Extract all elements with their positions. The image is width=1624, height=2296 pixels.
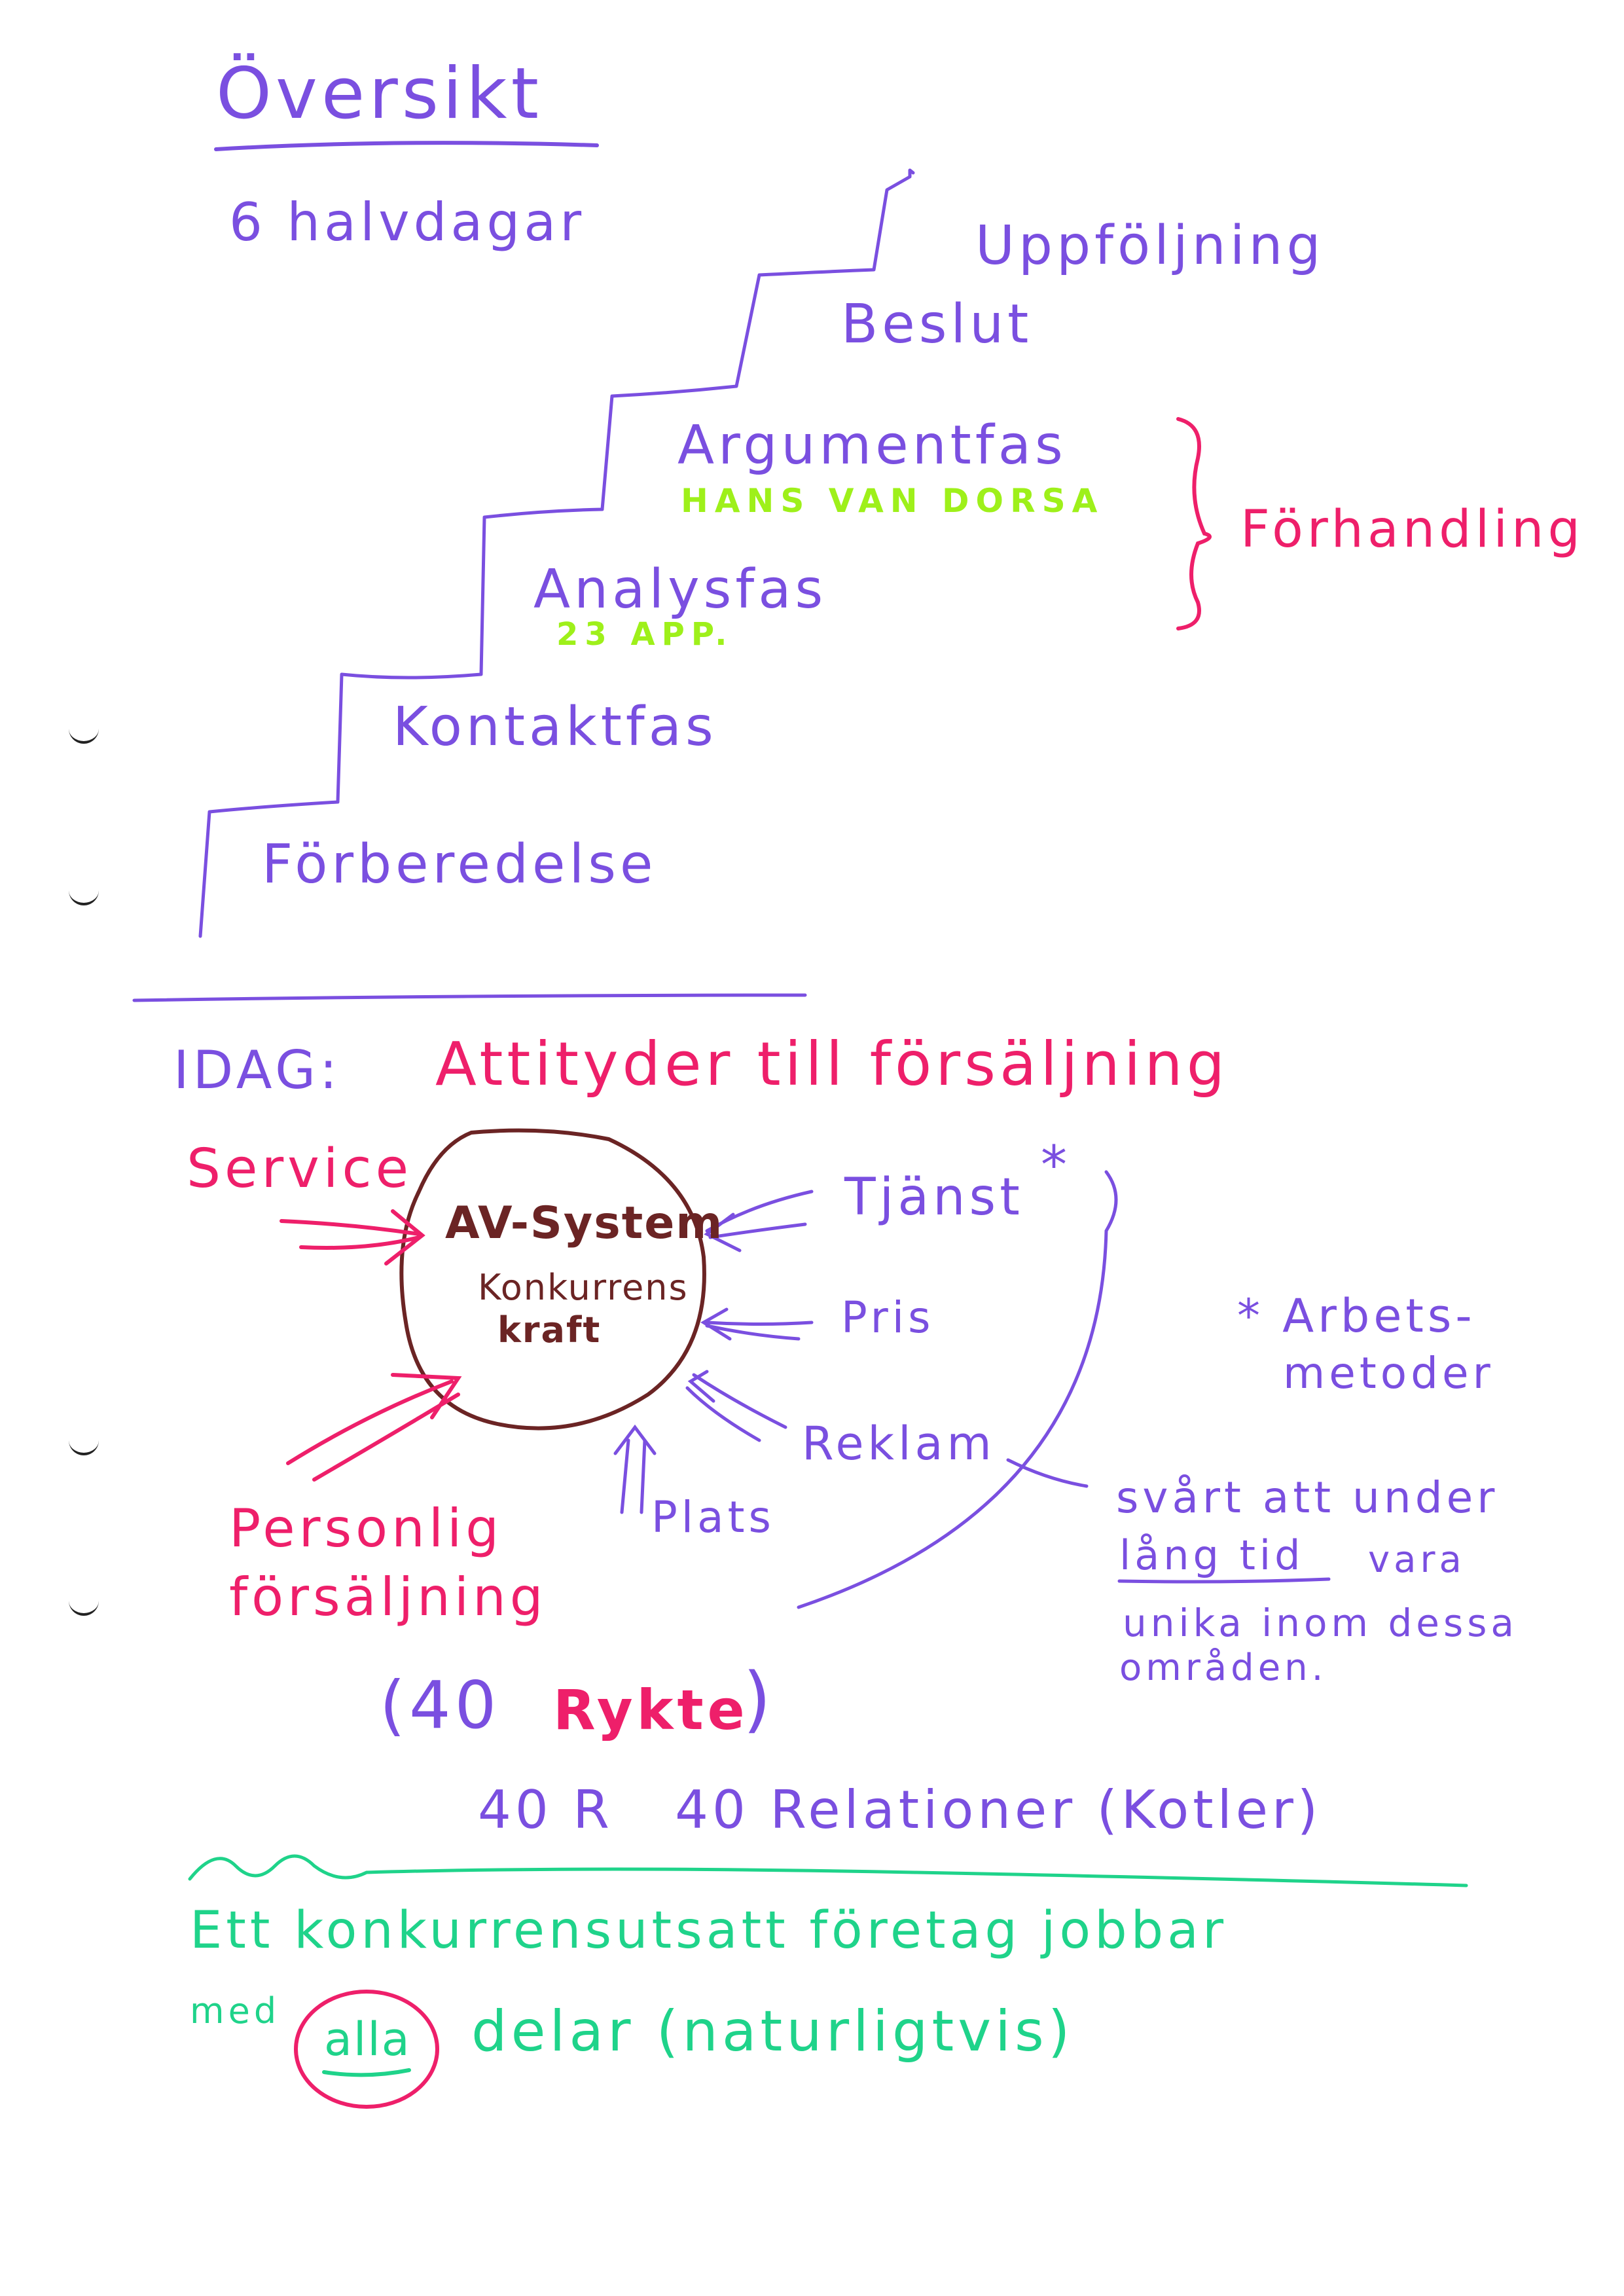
step-argumentfas: Argumentfas [677, 414, 1067, 477]
rykte-open: (40 [380, 1667, 501, 1743]
conclusion-line-1: Ett konkurrensutsatt företag jobbar [190, 1901, 1228, 1960]
alla-circle [294, 1990, 439, 2109]
center-line-2: Konkurrens [478, 1267, 689, 1308]
step-kontaktfas: Kontaktfas [393, 696, 717, 758]
today-prefix: IDAG: [173, 1040, 342, 1101]
av-system-circle [399, 1128, 706, 1430]
title-underline [214, 141, 599, 151]
star-note-line-2: metoder [1283, 1348, 1494, 1398]
tjanst-arrow [704, 1190, 814, 1252]
input-reklam: Reklam [802, 1417, 996, 1470]
today-title: Attityder till försäljning [435, 1029, 1229, 1099]
staircase-line [198, 168, 915, 938]
reklam-arrow [685, 1370, 787, 1442]
pris-arrow [700, 1307, 814, 1341]
punch-hole-2 [69, 887, 99, 905]
note-connector [1006, 1458, 1089, 1488]
punch-hole-3 [69, 1437, 99, 1455]
lang-tid-underline [1117, 1577, 1331, 1584]
hard-note-line-3: unika inom dessa [1123, 1601, 1518, 1645]
overview-subtitle: 6 halvdagar [229, 192, 586, 253]
step-forberedelse: Förberedelse [262, 833, 657, 896]
overview-title: Översikt [216, 53, 543, 135]
hard-note-line-1: svårt att under [1116, 1472, 1499, 1523]
negotiation-label: Förhandling [1240, 500, 1584, 559]
hard-note-vara: vara [1368, 1539, 1466, 1581]
argument-note: HANS VAN DORSA [681, 482, 1104, 520]
negotiation-brace [1176, 417, 1212, 630]
service-label: Service [187, 1138, 413, 1200]
rykte-label: Rykte [553, 1678, 749, 1742]
methods-arc [797, 1170, 1118, 1609]
star-mark: * [1041, 1135, 1071, 1195]
plats-arrow [613, 1424, 657, 1514]
hard-note-line-4: områden. [1119, 1647, 1327, 1689]
step-uppfoljning: Uppföljning [975, 215, 1325, 277]
input-tjanst: Tjänst [844, 1168, 1024, 1227]
rykte-close: ) [743, 1657, 775, 1741]
personal-selling-arrow [286, 1373, 462, 1482]
star-note-line-1: * Arbets- [1237, 1289, 1476, 1343]
conclusion-med: med [190, 1990, 281, 2032]
relations-line: 40 R 40 Relationer (Kotler) [478, 1779, 1322, 1840]
step-analysfas: Analysfas [533, 558, 827, 621]
punch-hole-4 [69, 1597, 99, 1616]
punch-hole-1 [69, 725, 99, 744]
analys-note: 23 APP. [556, 616, 734, 653]
alla-underline [322, 2068, 411, 2077]
center-line-3: kraft [497, 1309, 602, 1351]
conclusion-line-2: delar (naturligtvis) [471, 1999, 1074, 2064]
service-arrow [280, 1209, 425, 1266]
section-divider [132, 993, 807, 1002]
center-line-1: AV-System [445, 1197, 724, 1249]
green-wavy-divider [188, 1854, 1468, 1887]
personal-selling-line-1: Personlig [229, 1498, 503, 1559]
step-beslut: Beslut [841, 293, 1033, 355]
hard-note-lang-tid: lång tid [1119, 1531, 1305, 1579]
input-plats: Plats [651, 1492, 775, 1542]
conclusion-alla: alla [324, 2013, 411, 2066]
input-pris: Pris [841, 1292, 935, 1343]
personal-selling-line-2: försäljning [229, 1567, 547, 1628]
